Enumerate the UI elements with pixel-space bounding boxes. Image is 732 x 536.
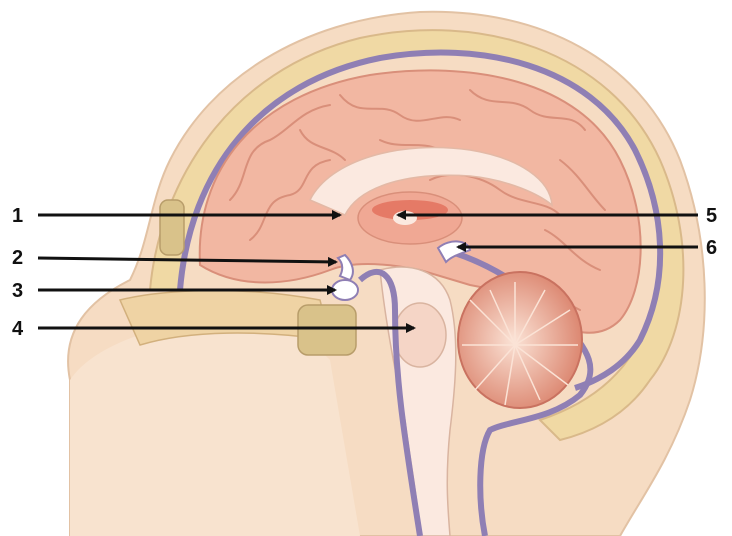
label-3: 3 [12, 280, 23, 302]
label-5: 5 [706, 205, 717, 227]
pineal-region [393, 211, 417, 225]
pituitary-gland [332, 280, 358, 300]
label-2: 2 [12, 247, 23, 269]
label-4: 4 [12, 318, 24, 340]
pons [394, 303, 446, 367]
frontal-sinus [160, 200, 184, 255]
label-6: 6 [706, 237, 717, 259]
label-1: 1 [12, 205, 23, 227]
sphenoid-sinus [298, 305, 356, 355]
